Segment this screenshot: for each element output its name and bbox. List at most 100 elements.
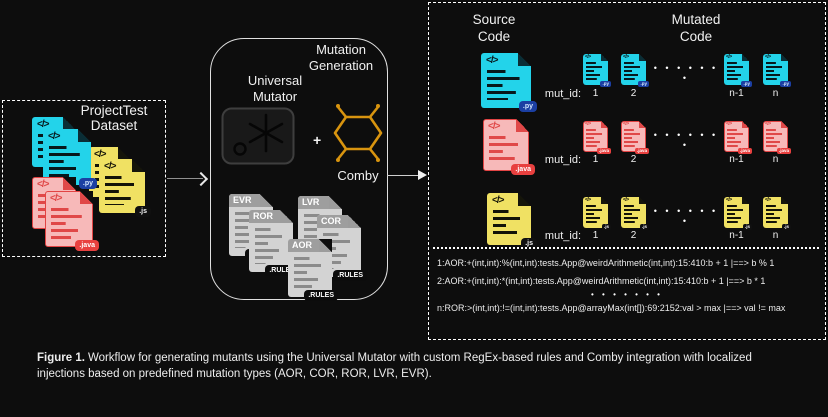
js-extension-badge: .js [135, 206, 151, 217]
js-extension-badge: .js [601, 223, 611, 230]
rule-label: EVR [229, 194, 264, 207]
mutant-java-file-n-1: </> .java [724, 121, 752, 154]
arrow-mutator-to-output [387, 175, 419, 176]
code-glyph-icon: </> [585, 121, 591, 127]
arrow-dataset-to-mutator [167, 178, 203, 179]
mutation-output-panel: Source Code Mutated Code </> .py mut_id:… [428, 2, 826, 340]
mutant-python-file-n-1: </> .py [724, 54, 752, 87]
code-lines [766, 129, 784, 149]
code-glyph-icon: </> [765, 121, 771, 127]
code-lines [489, 136, 522, 163]
fold-corner-icon [260, 194, 273, 207]
code-lines [586, 129, 604, 149]
py-extension-badge: .py [638, 80, 649, 87]
mut-id-n-1: n-1 [729, 230, 744, 241]
mutated-header-line2: Code [679, 29, 713, 44]
mutation-log-line-1: 1:AOR:+(int,int):%(int,int):tests.App@we… [437, 258, 775, 268]
aor-rules-file-icon: AOR .RULES [288, 239, 338, 301]
code-glyph-icon: </> [486, 55, 499, 66]
um-title-line2: Mutator [252, 89, 298, 104]
fold-corner-icon [319, 239, 332, 252]
code-glyph-icon: </> [585, 54, 591, 60]
code-glyph-icon: </> [48, 131, 61, 142]
fold-corner-icon [742, 121, 749, 128]
fold-corner-icon [63, 177, 76, 190]
java-file-icon-front: </> .java [45, 191, 99, 251]
code-lines [727, 205, 745, 225]
python-file-icon-front: </> .py [43, 129, 97, 189]
mutated-code-header: Mutated Code [656, 11, 736, 45]
code-glyph-icon: </> [726, 54, 732, 60]
code-lines [624, 205, 642, 225]
figure-caption-text: Workflow for generating mutants using th… [37, 352, 752, 380]
fold-corner-icon [639, 121, 646, 128]
mut-id-label-python: mut_id: [544, 88, 581, 100]
py-extension-badge: .py [600, 80, 611, 87]
rules-extension-badge: .RULES [333, 270, 367, 281]
fold-corner-icon [132, 159, 145, 172]
py-extension-badge: .py [780, 80, 791, 87]
fold-corner-icon [518, 53, 531, 66]
mut-id-2: 2 [630, 230, 637, 241]
universal-mutator-title: Universal Mutator [233, 73, 317, 105]
mutant-python-file-n: </> .py [763, 54, 791, 87]
source-header-line2: Code [477, 29, 511, 44]
ellipsis-dots: • • • • • • • [653, 63, 719, 83]
comby-logo-icon [333, 104, 383, 162]
fold-corner-icon [78, 129, 91, 142]
mut-id-n-1: n-1 [729, 154, 744, 165]
fold-corner-icon [742, 197, 749, 204]
mutant-java-file-n: </> .java [763, 121, 791, 154]
mut-id-2: 2 [630, 88, 637, 99]
js-extension-badge: .js [742, 223, 752, 230]
code-glyph-icon: </> [726, 121, 732, 127]
code-glyph-icon: </> [623, 197, 629, 203]
fold-corner-icon [639, 54, 646, 61]
code-lines [727, 129, 745, 149]
code-glyph-icon: </> [765, 54, 771, 60]
source-code-header: Source Code [454, 11, 534, 45]
mutant-java-file-1: </> .java [583, 121, 611, 154]
mut-id-n: n [772, 88, 779, 99]
fold-corner-icon [329, 196, 342, 209]
mutant-java-file-2: </> .java [621, 121, 649, 154]
mut-id-1: 1 [592, 230, 599, 241]
log-separator [433, 247, 819, 249]
fold-corner-icon [280, 210, 293, 223]
rule-label: COR [317, 215, 352, 228]
py-extension-badge: .py [78, 178, 97, 189]
code-lines [727, 62, 745, 82]
fold-corner-icon [118, 147, 131, 160]
fold-corner-icon [742, 54, 749, 61]
code-lines [255, 228, 286, 264]
source-js-file-icon: </> .js [487, 193, 537, 249]
code-lines [586, 62, 604, 82]
code-lines [51, 208, 86, 239]
ellipsis-dots: • • • • • • • [653, 130, 719, 150]
code-glyph-icon: </> [104, 161, 117, 172]
mutation-generation-panel: Mutation Generation Universal Mutator + [210, 38, 388, 301]
code-lines [624, 129, 642, 149]
rule-label: AOR [288, 239, 323, 252]
fold-corner-icon [781, 121, 788, 128]
dataset-title-line2: Dataset [90, 118, 138, 133]
fold-corner-icon [781, 197, 788, 204]
code-lines [586, 205, 604, 225]
mutant-python-file-2: </> .py [621, 54, 649, 87]
fold-corner-icon [80, 191, 93, 204]
code-glyph-icon: </> [37, 119, 50, 130]
comby-label: Comby [337, 168, 379, 183]
fold-corner-icon [781, 54, 788, 61]
rule-label: ROR [249, 210, 284, 223]
py-extension-badge: .py [518, 101, 537, 112]
mut-id-label-java: mut_id: [544, 154, 581, 166]
code-lines [624, 62, 642, 82]
code-lines [766, 62, 784, 82]
mutant-python-file-1: </> .py [583, 54, 611, 87]
code-lines [766, 205, 784, 225]
code-lines [105, 176, 138, 205]
code-glyph-icon: </> [37, 179, 50, 190]
code-glyph-icon: </> [94, 149, 107, 160]
universal-mutator-logo-icon [221, 107, 295, 165]
